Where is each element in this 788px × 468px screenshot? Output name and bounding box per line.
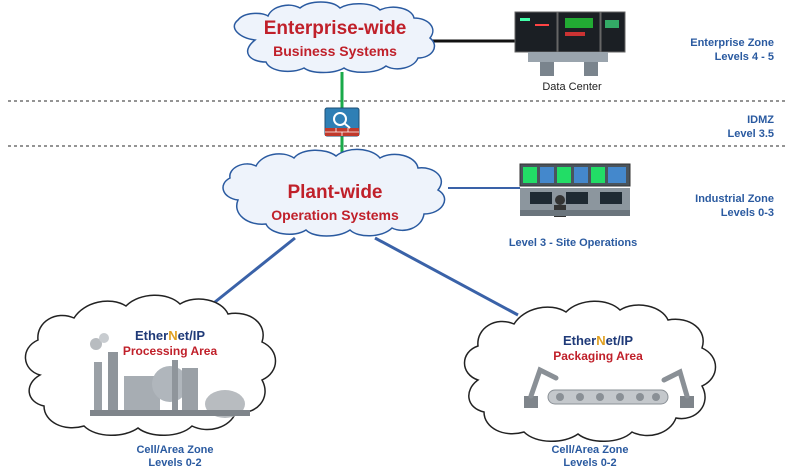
plant-to-processing-link xyxy=(204,236,296,312)
plant-to-packaging-link xyxy=(374,236,519,317)
packaging-ethernetip-logo: EtherNet/IP xyxy=(563,333,633,348)
packaging-line-image xyxy=(524,366,694,408)
packaging-area-label: Packaging Area xyxy=(553,349,643,363)
industrial-zone-name: Industrial Zone xyxy=(695,193,774,205)
plant-cloud[interactable] xyxy=(222,148,446,237)
packaging-zone-levels: Levels 0-2 xyxy=(563,457,616,468)
data-center-image[interactable] xyxy=(514,11,626,76)
processing-zone-name: Cell/Area Zone xyxy=(136,444,213,456)
processing-zone-levels: Levels 0-2 xyxy=(148,457,201,468)
idmz-zone-name: IDMZ xyxy=(747,114,774,126)
idmz-zone-levels: Level 3.5 xyxy=(728,128,774,140)
site-operations-label: Level 3 - Site Operations xyxy=(509,237,637,249)
plant-cloud-title: Plant-wide xyxy=(287,182,382,203)
site-operations-image[interactable] xyxy=(519,163,631,217)
enterprise-zone-name: Enterprise Zone xyxy=(690,37,774,49)
industrial-zone-levels: Levels 0-3 xyxy=(721,207,774,219)
processing-plant-image xyxy=(90,333,250,418)
enterprise-cloud-subtitle: Business Systems xyxy=(273,43,397,59)
enterprise-cloud[interactable] xyxy=(233,1,436,74)
processing-ethernetip-logo: EtherNet/IP xyxy=(135,328,205,343)
packaging-zone-name: Cell/Area Zone xyxy=(551,444,628,456)
data-center-label: Data Center xyxy=(542,81,602,93)
plant-cloud-subtitle: Operation Systems xyxy=(271,207,399,223)
enterprise-cloud-title: Enterprise-wide xyxy=(264,18,407,39)
firewall-icon[interactable] xyxy=(324,107,360,137)
processing-area-label: Processing Area xyxy=(123,344,218,358)
enterprise-zone-levels: Levels 4 - 5 xyxy=(715,51,774,63)
